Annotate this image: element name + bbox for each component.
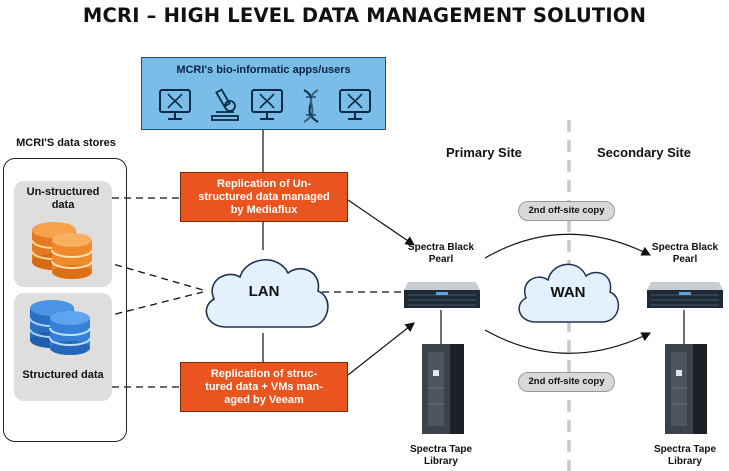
unstructured-label: Un-structured data [26, 186, 100, 211]
secondary-tape-label: Spectra Tape Library [653, 444, 717, 467]
secondary-pearl-label: Spectra Black Pearl [651, 242, 719, 265]
dna-monitor-icon [159, 89, 191, 120]
primary-site-label: Primary Site [446, 145, 522, 160]
lan-cloud-icon [205, 259, 329, 328]
replication-bottom-to-pearl-arrow [347, 322, 415, 376]
unstructured-disks-to-lan-dash [91, 257, 204, 291]
blue-disks-icon [29, 300, 91, 355]
dna-helix-icon [303, 89, 319, 123]
secondary-site-label: Secondary Site [597, 145, 691, 160]
data-stores-title: MCRI'S data stores [16, 137, 116, 149]
primary-pearl-label: Spectra Black Pearl [407, 242, 475, 265]
replication-structured-text: Replication of struc- tured data + VMs m… [205, 367, 323, 406]
replication-unstructured-box: Replication of Un-structured data manage… [180, 172, 348, 222]
data-stores-box [3, 158, 127, 442]
offsite-copy-bottom-badge: 2nd off-site copy [518, 372, 615, 392]
unstructured-store-panel: Un-structured data [14, 181, 112, 287]
structured-store-panel: Structured data [14, 293, 112, 401]
page-title: MCRI – HIGH LEVEL DATA MANAGEMENT SOLUTI… [82, 4, 647, 27]
replication-top-to-pearl-arrow [347, 199, 415, 246]
replication-structured-box: Replication of struc- tured data + VMs m… [180, 362, 348, 412]
apps-icons-row [159, 88, 371, 123]
wan-cloud-icon [518, 263, 620, 323]
wan-label: WAN [550, 284, 586, 301]
dna-monitor-icon [339, 89, 371, 120]
lan-label: LAN [248, 283, 280, 300]
orange-disks-icon [31, 222, 93, 279]
tape-library-icon [422, 344, 464, 434]
primary-tape-label: Spectra Tape Library [409, 444, 473, 467]
structured-label: Structured data [22, 369, 104, 381]
apps-users-title: MCRI's bio-informatic apps/users [176, 64, 351, 76]
wan-arc-top [484, 233, 652, 259]
replication-unstructured-text: Replication of Un-structured data manage… [198, 177, 330, 216]
wan-arc-bottom [484, 329, 652, 354]
offsite-copy-top-badge: 2nd off-site copy [518, 201, 615, 221]
server-icon [647, 282, 723, 308]
tape-library-icon [665, 344, 707, 434]
dna-monitor-icon [251, 89, 283, 120]
server-icon [404, 282, 480, 308]
apps-users-box: MCRI's bio-informatic apps/users [141, 57, 386, 130]
microscope-icon [211, 88, 239, 121]
